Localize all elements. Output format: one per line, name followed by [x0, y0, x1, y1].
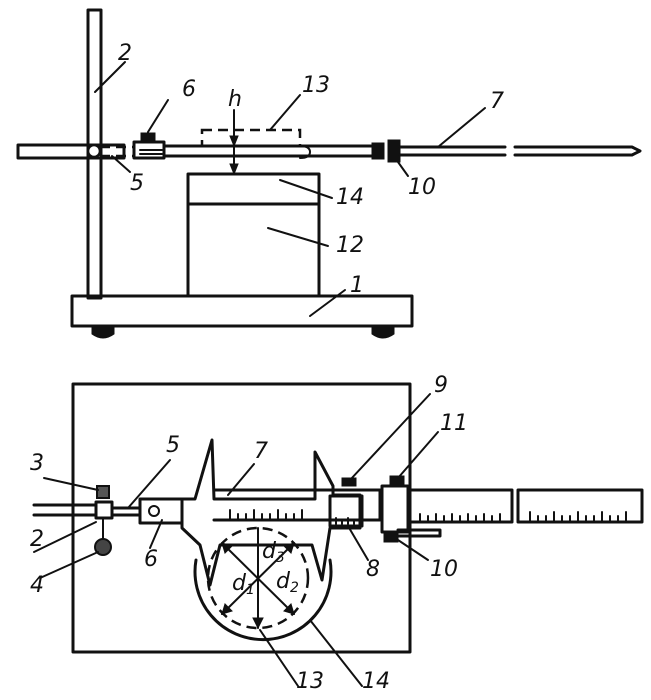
fine-adjust-block	[380, 484, 410, 534]
link-plan	[110, 506, 142, 517]
diameter-arrow-4	[221, 603, 233, 615]
leader-10-plan	[397, 539, 429, 561]
leader-14-side	[279, 179, 333, 199]
screw-10-plan	[383, 531, 399, 543]
leader-12-side	[267, 227, 329, 247]
diameter-arrow-3	[283, 542, 295, 554]
leader-5-side	[111, 155, 131, 173]
holder-6-plan	[138, 497, 184, 525]
rod-7	[398, 145, 507, 157]
label-7-plan: 7	[254, 439, 268, 464]
label-1-side: 1	[350, 273, 364, 298]
holder-6-hole	[148, 505, 160, 517]
block-12	[186, 202, 321, 298]
leader-6-plan	[149, 519, 163, 549]
caliper-beam-side	[162, 144, 374, 158]
leader-5-plan	[127, 459, 171, 509]
label-6-plan: 6	[144, 547, 158, 572]
rod-7-end	[513, 145, 642, 157]
label-d2: d2	[276, 569, 299, 596]
holder-6-teeth	[139, 149, 163, 155]
leader-10-side	[397, 161, 409, 177]
label-7-side: 7	[490, 89, 504, 114]
vernier-8	[328, 494, 364, 528]
side-view: 2 6 h 13 7 5 10 14 12 1	[16, 8, 642, 339]
caliper-beam	[212, 488, 382, 522]
disc-14-plan	[193, 558, 333, 642]
leader-7-plan	[227, 463, 255, 496]
leader-2-side	[94, 61, 126, 93]
label-10-plan: 10	[430, 557, 458, 582]
caliper-scale	[229, 509, 303, 521]
label-4: 4	[30, 573, 44, 598]
h-arrow-top	[229, 135, 239, 148]
leader-7-side	[437, 107, 486, 148]
label-d1: d1	[232, 571, 255, 598]
label-10-side: 10	[408, 175, 436, 200]
base-frame-plan	[71, 382, 412, 654]
leader-4	[39, 551, 99, 579]
label-5-side: 5	[130, 171, 144, 196]
label-2-side: 2	[118, 41, 132, 66]
label-2-plan: 2	[30, 527, 44, 552]
diameter-lines	[221, 527, 295, 629]
plan-view: d1 d2 d3 9 11 3 5 7 2 6 4 8 10 13 14	[30, 373, 644, 694]
leader-13-side	[269, 94, 301, 131]
label-14-plan: 14	[362, 669, 390, 694]
base-foot-right	[371, 325, 395, 339]
diameter-arrow-2	[283, 603, 295, 615]
label-8: 8	[366, 557, 380, 582]
label-5-plan: 5	[166, 433, 180, 458]
label-h: h	[228, 87, 242, 112]
label-9: 9	[434, 373, 448, 398]
dashed-part-13	[200, 128, 302, 148]
part-3	[96, 485, 110, 499]
h-arrow-bottom	[229, 163, 239, 176]
label-14-side: 14	[336, 185, 364, 210]
diameter-arrow-1	[221, 542, 233, 554]
label-13-plan: 13	[296, 669, 324, 694]
label-12-side: 12	[336, 233, 364, 258]
leader-2-plan	[33, 521, 97, 553]
bar-far-right	[516, 488, 644, 524]
leader-9	[349, 393, 431, 481]
clamp-10-side	[371, 142, 385, 160]
diameter-arrow-5	[252, 617, 264, 630]
leader-1-side	[309, 289, 346, 317]
screw-11	[389, 475, 405, 485]
clamp-10-screw	[387, 139, 401, 163]
label-11: 11	[440, 411, 468, 436]
screw-9	[341, 477, 357, 487]
label-13-side: 13	[302, 73, 330, 98]
label-d3: d3	[262, 539, 285, 566]
label-6-side: 6	[182, 77, 196, 102]
leader-14-plan	[309, 619, 363, 687]
label-3: 3	[30, 451, 44, 476]
vernier-8-ticks	[335, 517, 355, 525]
leader-6-side	[147, 99, 169, 133]
leader-3	[43, 477, 99, 491]
bar-far-right-scale	[529, 511, 627, 523]
leader-8	[347, 525, 369, 561]
holder-6-screw	[140, 132, 156, 143]
horizontal-arm	[16, 143, 126, 160]
column-square	[94, 500, 114, 520]
leader-13-plan	[259, 629, 299, 687]
base-foot-left	[91, 325, 115, 339]
base-plate	[70, 294, 414, 328]
clamp-5-dashed	[100, 145, 135, 158]
leader-11	[397, 431, 439, 479]
arm-plan	[32, 503, 98, 517]
disc-14	[186, 172, 321, 206]
bar-right-scale	[419, 513, 501, 523]
part-13-plan	[206, 526, 310, 630]
hook	[299, 145, 312, 159]
fine-adjust-rod	[396, 528, 442, 538]
clamp-5	[86, 143, 102, 159]
